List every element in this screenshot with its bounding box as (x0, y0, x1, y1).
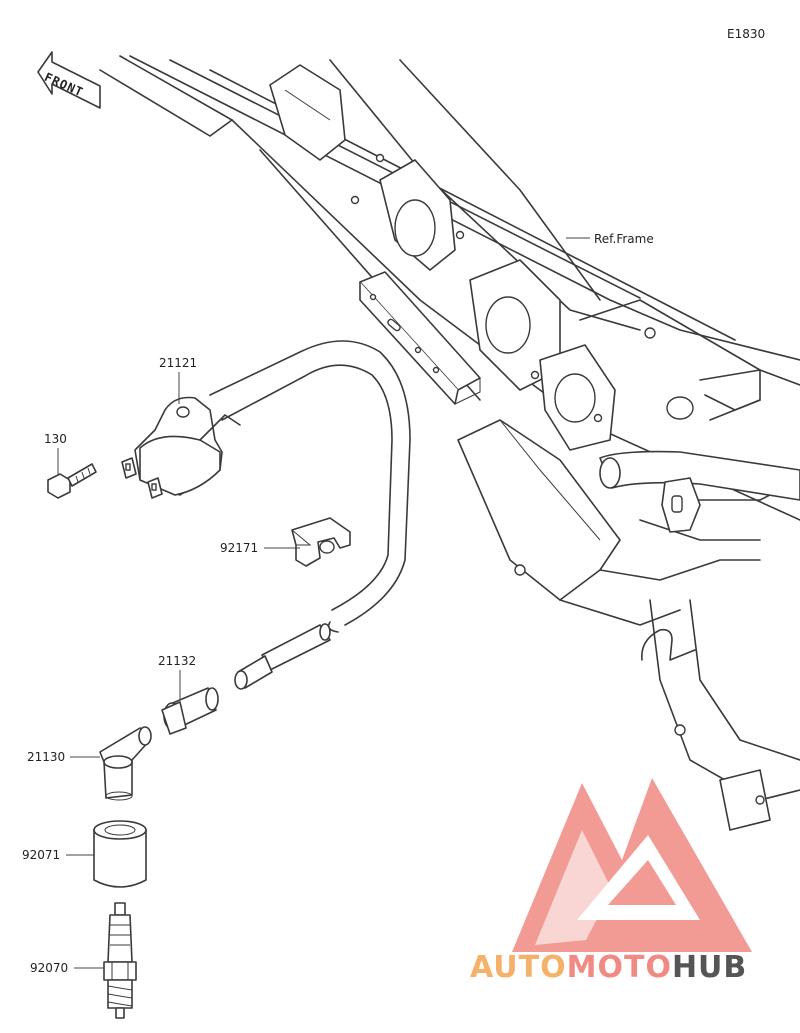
front-arrow-icon (37, 51, 101, 109)
clamp-92171 (291, 517, 351, 567)
watermark-hub: HUB (671, 950, 748, 985)
ref-frame-label: Ref.Frame (594, 232, 654, 246)
part-label-21132: 21132 (158, 654, 197, 668)
diagram-code: E1830 (727, 27, 766, 41)
watermark-text: AUTOMOTOHUB (470, 950, 747, 985)
spark-plug-92070 (103, 902, 137, 1019)
rubber-cap-92071 (93, 820, 147, 888)
part-label-92070: 92070 (30, 961, 69, 975)
part-label-21130: 21130 (27, 750, 66, 764)
ht-lead-cable (209, 340, 411, 690)
watermark-moto: MOTO (566, 950, 672, 985)
frame-drawing (99, 55, 800, 831)
watermark-logo (512, 778, 752, 952)
part-label-92071: 92071 (22, 848, 61, 862)
ignition-coil-21121 (121, 396, 241, 499)
part-label-21121: 21121 (159, 356, 198, 370)
plug-cap-21130 (99, 726, 152, 801)
cap-21132 (161, 687, 219, 735)
part-label-92171: 92171 (220, 541, 259, 555)
part-label-130: 130 (44, 432, 67, 446)
bolt-130 (47, 463, 97, 499)
watermark-auto: AUTO (470, 950, 567, 985)
leader-lines (57, 237, 590, 969)
